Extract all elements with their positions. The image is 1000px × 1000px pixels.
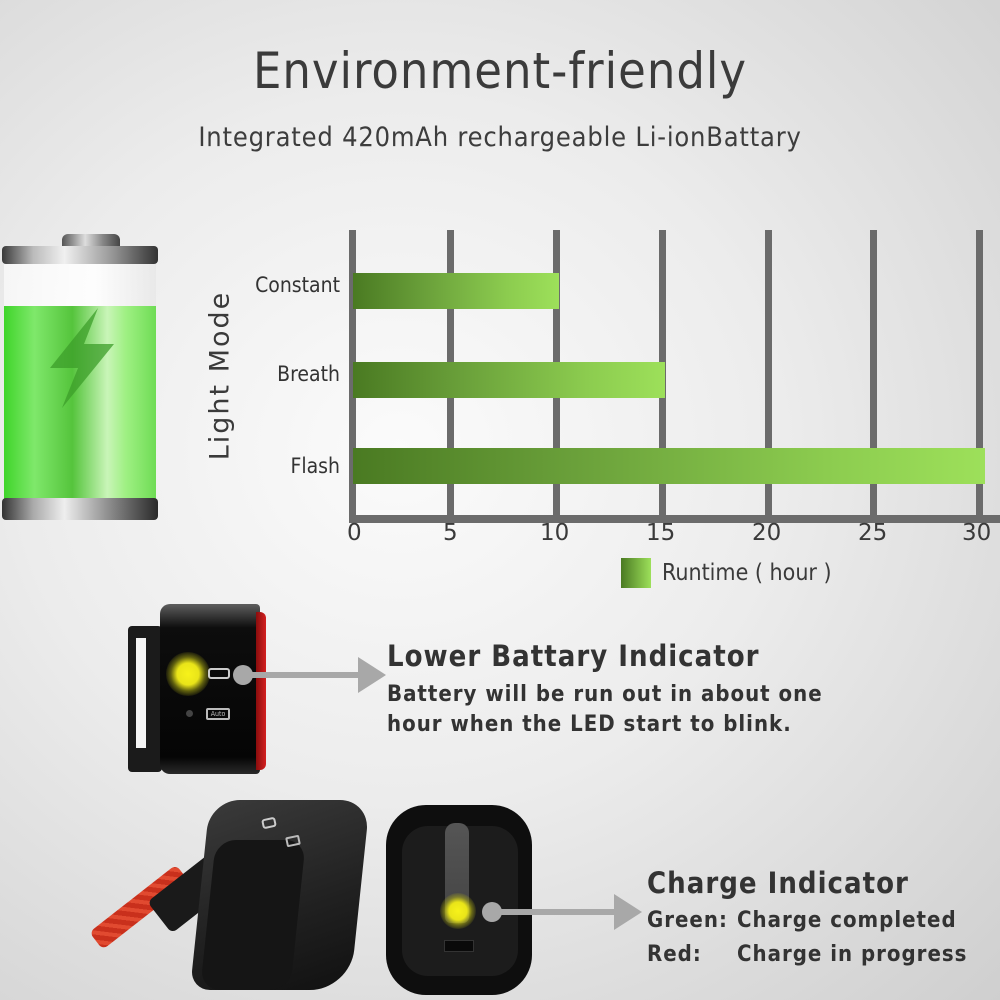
- charge-heading: Charge Indicator: [647, 866, 909, 900]
- legend-label: Runtime ( hour ): [662, 560, 832, 586]
- legend-swatch: [621, 558, 651, 588]
- x-tick-10: 10: [540, 520, 570, 546]
- bar-breath: [353, 362, 665, 398]
- arrow-right-icon: [358, 657, 386, 693]
- battery-charging-icon: [0, 234, 160, 522]
- tail-light-red-lens: [256, 612, 266, 770]
- pointer-line: [250, 672, 360, 678]
- pointer-dot: [482, 902, 502, 922]
- x-tick-5: 5: [443, 520, 458, 546]
- x-axis: [349, 515, 1000, 523]
- usb-port: [444, 940, 474, 952]
- pointer-line: [498, 909, 618, 915]
- auto-mode-icon: Auto: [206, 708, 230, 720]
- battery-cap: [62, 234, 120, 248]
- gridline-30: [976, 230, 983, 522]
- low-battery-heading: Lower Battary Indicator: [387, 639, 760, 673]
- charging-device-face: [200, 840, 306, 990]
- bar-constant: [353, 273, 559, 309]
- charge-red-meaning: Charge in progress: [737, 942, 968, 967]
- category-label-flash: Flash: [290, 454, 340, 478]
- charge-red-label: Red:: [647, 942, 702, 967]
- page-subtitle: Integrated 420mAh rechargeable Li-ionBat…: [198, 122, 802, 153]
- x-tick-25: 25: [858, 520, 888, 546]
- bar-flash: [353, 448, 985, 484]
- x-tick-30: 30: [962, 520, 992, 546]
- low-battery-line-2: hour when the LED start to blink.: [387, 712, 792, 737]
- gridline-20: [765, 230, 772, 522]
- battery-top-ring: [2, 246, 158, 264]
- gridline-0: [349, 230, 356, 522]
- low-battery-line-1: Battery will be run out in about one: [387, 682, 823, 707]
- charge-green-meaning: Charge completed: [737, 908, 957, 933]
- sensor-dot: [186, 710, 193, 717]
- pointer-dot: [233, 665, 253, 685]
- lightning-bolt-icon: [50, 308, 114, 408]
- x-tick-0: 0: [347, 520, 362, 546]
- charge-led-icon: [440, 893, 476, 929]
- x-tick-15: 15: [646, 520, 676, 546]
- x-tick-20: 20: [752, 520, 782, 546]
- gridline-25: [870, 230, 877, 522]
- battery-outline-icon: [208, 668, 230, 679]
- category-label-constant: Constant: [255, 273, 340, 297]
- category-label-breath: Breath: [277, 362, 340, 386]
- charge-green-label: Green:: [647, 908, 728, 933]
- runtime-bar-chart: [349, 230, 1000, 525]
- arrow-right-icon: [614, 894, 642, 930]
- page-title: Environment-friendly: [252, 42, 748, 100]
- device-clip-gap: [136, 638, 146, 748]
- battery-bottom-ring: [2, 498, 158, 520]
- low-battery-led-icon: [166, 652, 210, 696]
